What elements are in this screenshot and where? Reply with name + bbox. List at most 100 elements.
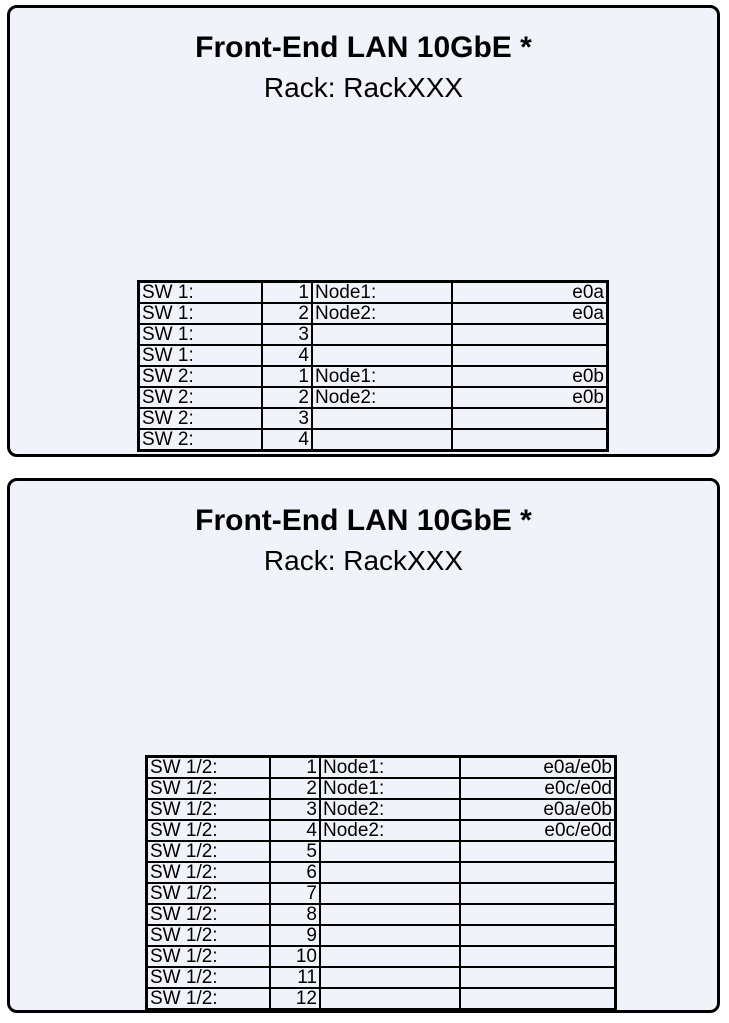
cell-port: 4 <box>261 344 313 367</box>
cell-port: 4 <box>261 428 313 452</box>
port-row: SW 1:4 <box>137 344 609 367</box>
cell-iface: e0a/e0b <box>459 798 617 821</box>
cell-iface: e0a <box>451 280 609 304</box>
cell-port: 7 <box>269 882 321 905</box>
port-row: SW 1/2:9 <box>145 924 617 947</box>
cell-port: 1 <box>269 755 321 779</box>
cell-node <box>319 945 461 968</box>
cell-node <box>319 924 461 947</box>
cell-iface: e0c/e0d <box>459 777 617 800</box>
cell-port: 5 <box>269 840 321 863</box>
cell-node <box>319 903 461 926</box>
cell-node <box>311 428 453 452</box>
port-row: SW 1/2:12 <box>145 987 617 1011</box>
cell-sw: SW 1/2: <box>145 777 271 800</box>
cell-iface <box>459 903 617 926</box>
cell-sw: SW 1/2: <box>145 882 271 905</box>
cell-iface <box>451 428 609 452</box>
cell-iface <box>451 407 609 430</box>
cell-node: Node2: <box>319 819 461 842</box>
port-row: SW 2:3 <box>137 407 609 430</box>
cell-sw: SW 1/2: <box>145 987 271 1011</box>
cell-node <box>319 840 461 863</box>
cell-sw: SW 1/2: <box>145 924 271 947</box>
cell-sw: SW 1/2: <box>145 755 271 779</box>
cell-iface <box>451 344 609 367</box>
cell-sw: SW 1/2: <box>145 840 271 863</box>
cell-sw: SW 2: <box>137 407 263 430</box>
cell-node: Node1: <box>319 755 461 779</box>
cell-node: Node1: <box>311 280 453 304</box>
front-end-lan-panel-2: Front-End LAN 10GbE * Rack: RackXXX SW 1… <box>7 478 720 1013</box>
cell-port: 1 <box>261 280 313 304</box>
cell-node <box>319 987 461 1011</box>
cell-iface <box>459 882 617 905</box>
cell-iface: e0a/e0b <box>459 755 617 779</box>
cell-iface: e0a <box>451 302 609 325</box>
cell-port: 4 <box>269 819 321 842</box>
cell-iface <box>459 861 617 884</box>
cell-sw: SW 1/2: <box>145 819 271 842</box>
cell-port: 3 <box>261 407 313 430</box>
cell-node: Node1: <box>311 365 453 388</box>
cell-iface: e0b <box>451 386 609 409</box>
cell-sw: SW 1/2: <box>145 798 271 821</box>
cell-port: 3 <box>269 798 321 821</box>
cell-sw: SW 2: <box>137 428 263 452</box>
cell-port: 11 <box>269 966 321 989</box>
port-row: SW 1:3 <box>137 323 609 346</box>
cell-node <box>319 861 461 884</box>
cell-node <box>311 407 453 430</box>
cell-iface <box>459 924 617 947</box>
cell-port: 8 <box>269 903 321 926</box>
cell-port: 6 <box>269 861 321 884</box>
front-end-lan-panel-1: Front-End LAN 10GbE * Rack: RackXXX SW 1… <box>7 5 720 457</box>
port-row: SW 1/2:6 <box>145 861 617 884</box>
cell-sw: SW 1/2: <box>145 966 271 989</box>
cell-sw: SW 2: <box>137 386 263 409</box>
cell-iface <box>459 987 617 1011</box>
port-row: SW 1/2:10 <box>145 945 617 968</box>
cell-port: 2 <box>261 302 313 325</box>
cell-sw: SW 1/2: <box>145 861 271 884</box>
cell-sw: SW 2: <box>137 365 263 388</box>
panel-title: Front-End LAN 10GbE * <box>195 504 532 537</box>
cell-port: 2 <box>269 777 321 800</box>
cell-node <box>319 966 461 989</box>
port-row: SW 1/2:11 <box>145 966 617 989</box>
cell-port: 10 <box>269 945 321 968</box>
port-row: SW 1/2:5 <box>145 840 617 863</box>
cell-sw: SW 1: <box>137 280 263 304</box>
cell-port: 2 <box>261 386 313 409</box>
cell-sw: SW 1/2: <box>145 945 271 968</box>
cell-iface <box>459 966 617 989</box>
cell-iface <box>459 840 617 863</box>
cell-port: 1 <box>261 365 313 388</box>
cell-sw: SW 1: <box>137 323 263 346</box>
cell-sw: SW 1: <box>137 302 263 325</box>
cell-node: Node2: <box>319 798 461 821</box>
cell-port: 3 <box>261 323 313 346</box>
panel-title: Front-End LAN 10GbE * <box>195 31 532 64</box>
cell-node: Node2: <box>311 386 453 409</box>
cell-iface: e0b <box>451 365 609 388</box>
cell-sw: SW 1/2: <box>145 903 271 926</box>
cell-node: Node1: <box>319 777 461 800</box>
cell-sw: SW 1: <box>137 344 263 367</box>
cell-iface: e0c/e0d <box>459 819 617 842</box>
cell-node: Node2: <box>311 302 453 325</box>
rack-label: Rack: RackXXX <box>263 72 464 103</box>
cell-node <box>311 344 453 367</box>
port-row: SW 1/2:7 <box>145 882 617 905</box>
port-row: SW 1/2:8 <box>145 903 617 926</box>
